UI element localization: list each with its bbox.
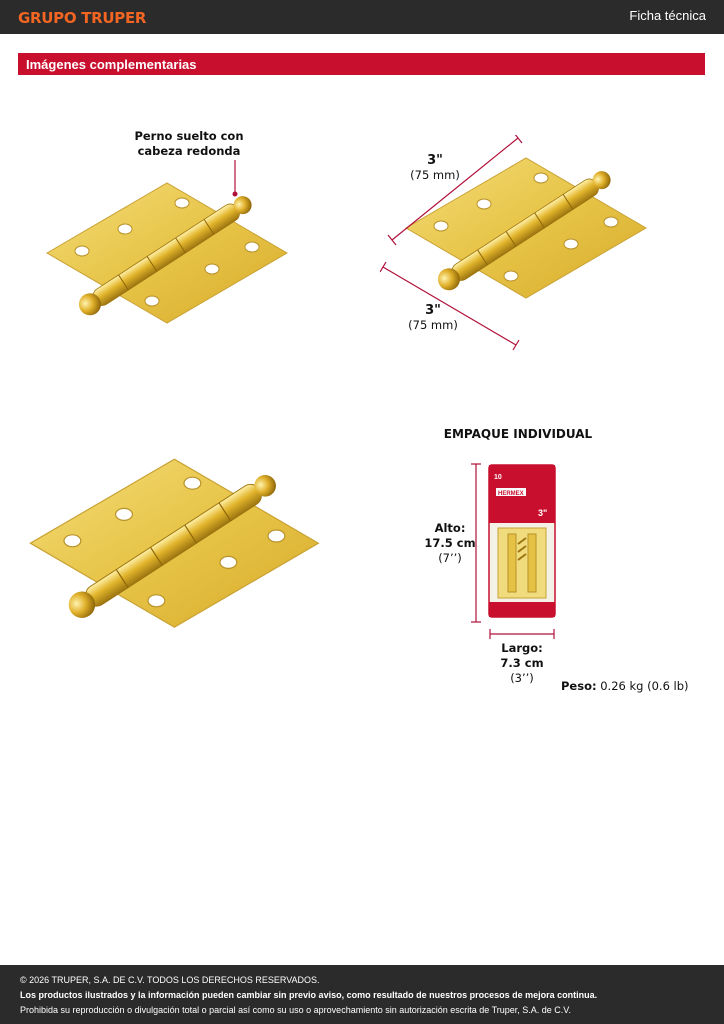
dimension-top-metric: (75 mm)	[410, 168, 460, 182]
callout-line-1: Perno suelto con	[134, 129, 244, 143]
dimension-top-value: 3"	[427, 153, 443, 168]
package-count-text: 10	[494, 474, 502, 481]
section-title: Imágenes complementarias	[26, 57, 197, 72]
document-type-label: Ficha técnica	[629, 8, 706, 23]
package-width-metric: 7.3 cm	[500, 656, 544, 670]
brand-logo: GRUPO TRUPER	[18, 9, 147, 27]
footer-legal: Prohibida su reproducción o divulgación …	[20, 1005, 571, 1015]
dimension-lines	[380, 135, 523, 351]
packaging-title: EMPAQUE INDIVIDUAL	[443, 427, 593, 441]
section-header-bar: Imágenes complementarias	[18, 53, 705, 75]
footer-disclaimer: Los productos ilustrados y la informació…	[20, 990, 598, 1000]
package-width-imperial: (3’’)	[510, 671, 534, 685]
package-weight-label: Peso:	[561, 679, 597, 693]
footer-bar: © 2026 TRUPER, S.A. DE C.V. TODOS LOS DE…	[0, 965, 724, 1024]
top-header-bar: GRUPO TRUPER Ficha técnica	[0, 0, 724, 34]
package-width-label: Largo: 7.3 cm (3’’)	[490, 641, 554, 686]
dimension-top-label: 3" (75 mm)	[400, 153, 470, 183]
callout-label: Perno suelto con cabeza redonda	[128, 129, 250, 159]
package-height-imperial: (7’’)	[438, 551, 462, 565]
dimension-bottom-metric: (75 mm)	[408, 318, 458, 332]
dimension-bottom-value: 3"	[425, 303, 441, 318]
package-height-caption: Alto:	[434, 521, 466, 535]
package-size-text: 3"	[538, 508, 547, 518]
dimension-bottom-label: 3" (75 mm)	[398, 303, 468, 333]
package-height-label: Alto: 17.5 cm (7’’)	[418, 521, 482, 566]
package-width-caption: Largo:	[501, 641, 543, 655]
hinge-image-annotated	[46, 182, 288, 324]
hinge-image-plain	[29, 458, 319, 628]
callout-leader-line	[232, 160, 238, 197]
callout-line-2: cabeza redonda	[137, 144, 241, 158]
package-image: HERMEX 10 3"	[488, 464, 556, 618]
package-dimension-lines	[471, 463, 555, 639]
package-weight: Peso: 0.26 kg (0.6 lb)	[561, 679, 711, 694]
package-height-metric: 17.5 cm	[424, 536, 476, 550]
footer-copyright: © 2026 TRUPER, S.A. DE C.V. TODOS LOS DE…	[20, 975, 320, 985]
package-brand-text: HERMEX	[498, 491, 524, 497]
package-weight-value: 0.26 kg (0.6 lb)	[600, 679, 689, 693]
